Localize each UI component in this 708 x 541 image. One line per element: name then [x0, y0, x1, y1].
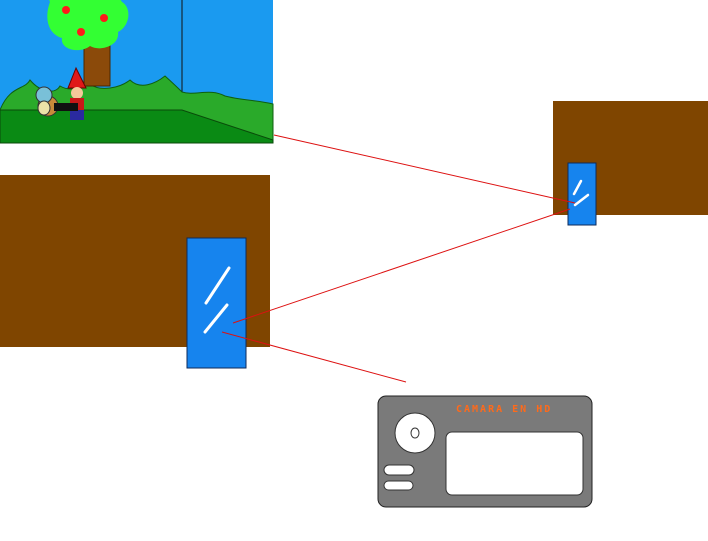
turtle-character-icon — [35, 86, 59, 117]
ground — [0, 109, 274, 144]
camera-button[interactable] — [383, 480, 414, 491]
apple — [100, 14, 108, 22]
apple — [62, 6, 70, 14]
gnome-legs — [70, 110, 84, 120]
laser-line — [221, 331, 407, 383]
carried-box — [54, 103, 78, 111]
tree-icon — [47, 0, 129, 87]
turtle-body — [37, 100, 51, 116]
laser-line — [232, 208, 571, 324]
camera-button[interactable] — [383, 464, 415, 476]
window-large — [186, 237, 247, 369]
apple — [77, 28, 85, 36]
camera-label: CAMARA EN HD — [456, 404, 552, 415]
hd-camera: CAMARA EN HD — [377, 395, 593, 508]
window-small — [567, 162, 597, 226]
scene-panel — [0, 0, 274, 144]
camera-lens-icon — [394, 412, 436, 454]
gnome-face — [71, 87, 83, 99]
tree-trunk — [83, 43, 111, 87]
laser-line — [273, 134, 576, 204]
laser-lines — [221, 134, 576, 383]
camera-screen — [445, 431, 584, 496]
